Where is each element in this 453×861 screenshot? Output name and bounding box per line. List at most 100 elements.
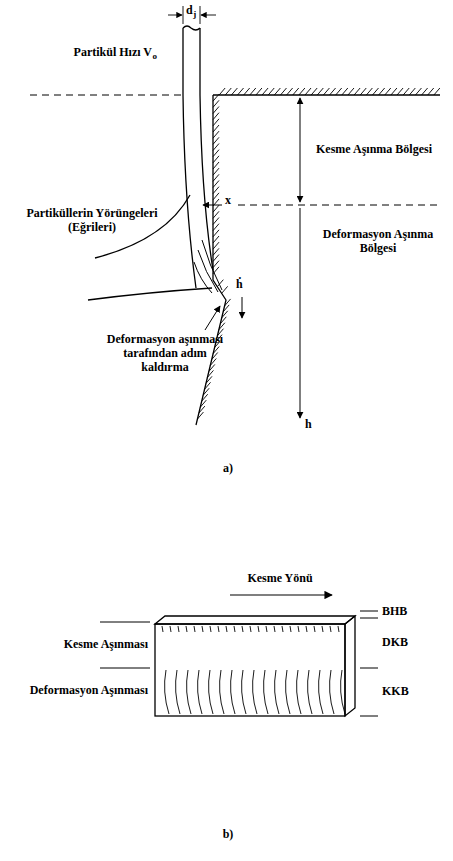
velocity-label: Partikül Hızı V bbox=[74, 46, 152, 60]
striation bbox=[290, 626, 291, 632]
hatch-stroke bbox=[213, 199, 219, 206]
striation bbox=[242, 626, 243, 632]
striation bbox=[322, 626, 323, 632]
hatch-stroke bbox=[415, 88, 421, 95]
zone-tick bbox=[360, 618, 378, 619]
zone-abbrev: BHB bbox=[382, 605, 407, 619]
wear-label: Kesme Aşınması bbox=[64, 638, 148, 652]
hatch-stroke bbox=[422, 88, 428, 95]
striation bbox=[286, 670, 290, 714]
zone-label: Kesme Aşınma Bölgesi bbox=[316, 143, 432, 157]
striation bbox=[250, 626, 251, 632]
striation bbox=[165, 670, 169, 714]
hatch-stroke bbox=[225, 299, 231, 306]
zone-tick bbox=[360, 668, 378, 669]
hatch-stroke bbox=[197, 412, 203, 419]
hatch-stroke bbox=[213, 150, 219, 157]
hatch-stroke bbox=[305, 88, 311, 95]
jet-cap bbox=[183, 26, 200, 30]
jet-edge bbox=[200, 28, 213, 270]
hatch-stroke bbox=[222, 311, 228, 318]
zone-abbrev: KKB bbox=[382, 685, 409, 699]
hatch-stroke bbox=[219, 88, 225, 95]
trajectory-label: Partiküllerin Yörüngeleri (Eğrileri) bbox=[22, 207, 162, 235]
zone-arrow bbox=[300, 98, 301, 202]
striation bbox=[198, 670, 202, 714]
hatch-stroke bbox=[213, 242, 219, 249]
hatch-stroke bbox=[213, 218, 219, 225]
hatching bbox=[197, 88, 439, 419]
axis-label: x bbox=[225, 194, 231, 208]
hatch-stroke bbox=[231, 88, 237, 95]
zone-abbrev: DKB bbox=[382, 636, 408, 650]
hatch-stroke bbox=[213, 162, 219, 169]
hdot-arrow bbox=[242, 297, 243, 318]
hatch-stroke bbox=[213, 181, 219, 188]
trajectory bbox=[202, 240, 222, 290]
hatch-stroke bbox=[287, 88, 293, 95]
hatch-stroke bbox=[205, 382, 211, 389]
hatch-stroke bbox=[213, 224, 219, 231]
hatch-stroke bbox=[336, 88, 342, 95]
hatch-stroke bbox=[207, 370, 213, 377]
hatch-stroke bbox=[213, 100, 219, 107]
hatch-stroke bbox=[212, 353, 218, 360]
striation bbox=[210, 626, 211, 632]
striation bbox=[178, 626, 179, 632]
striation bbox=[162, 626, 163, 632]
striation bbox=[266, 626, 267, 632]
striation bbox=[220, 670, 224, 714]
hatch-stroke bbox=[213, 267, 219, 274]
dimension-label: d bbox=[186, 4, 193, 18]
hatch-stroke bbox=[203, 388, 209, 395]
hatch-stroke bbox=[311, 88, 317, 95]
striation bbox=[298, 626, 299, 632]
hatch-stroke bbox=[213, 94, 219, 101]
hatch-stroke bbox=[256, 88, 262, 95]
striation bbox=[308, 670, 312, 714]
hatch-stroke bbox=[317, 88, 323, 95]
striation bbox=[186, 626, 187, 632]
striation bbox=[306, 626, 307, 632]
striation bbox=[297, 670, 301, 714]
hatch-stroke bbox=[213, 230, 219, 237]
striation bbox=[319, 670, 323, 714]
hatch-stroke bbox=[213, 156, 219, 163]
hatch-stroke bbox=[403, 88, 409, 95]
hatch-stroke bbox=[223, 305, 229, 312]
hatch-stroke bbox=[213, 137, 219, 144]
striation bbox=[234, 626, 235, 632]
specimen-top bbox=[155, 616, 355, 624]
hatch-stroke bbox=[330, 88, 336, 95]
hatch-stroke bbox=[213, 205, 219, 212]
dim-tick bbox=[200, 6, 201, 24]
dim-arrow bbox=[201, 15, 216, 16]
hatch-stroke bbox=[222, 286, 228, 293]
trajectory bbox=[194, 262, 212, 293]
zone-tick bbox=[360, 611, 378, 612]
hatch-stroke bbox=[202, 394, 208, 401]
hatch-stroke bbox=[199, 406, 205, 413]
dim-arrow bbox=[168, 15, 182, 16]
hatch-stroke bbox=[428, 88, 434, 95]
striation bbox=[330, 670, 334, 714]
leader-line bbox=[205, 306, 220, 330]
kerf-wall bbox=[196, 95, 226, 425]
step-label: Deformasyon aşınması tarafından adım kal… bbox=[105, 333, 225, 374]
striation bbox=[253, 670, 257, 714]
hatch-stroke bbox=[434, 88, 440, 95]
hatch-stroke bbox=[213, 119, 219, 126]
hatch-stroke bbox=[397, 88, 403, 95]
hatch-stroke bbox=[206, 376, 212, 383]
hatch-stroke bbox=[385, 88, 391, 95]
zone-tick bbox=[100, 668, 150, 669]
hatch-stroke bbox=[213, 248, 219, 255]
striation bbox=[242, 670, 246, 714]
striation bbox=[264, 670, 268, 714]
surface-dashed bbox=[30, 95, 183, 96]
axis-label: ḣ bbox=[236, 278, 243, 292]
zone-tick bbox=[360, 716, 378, 717]
velocity-label: o bbox=[153, 51, 158, 61]
striation bbox=[338, 626, 339, 632]
